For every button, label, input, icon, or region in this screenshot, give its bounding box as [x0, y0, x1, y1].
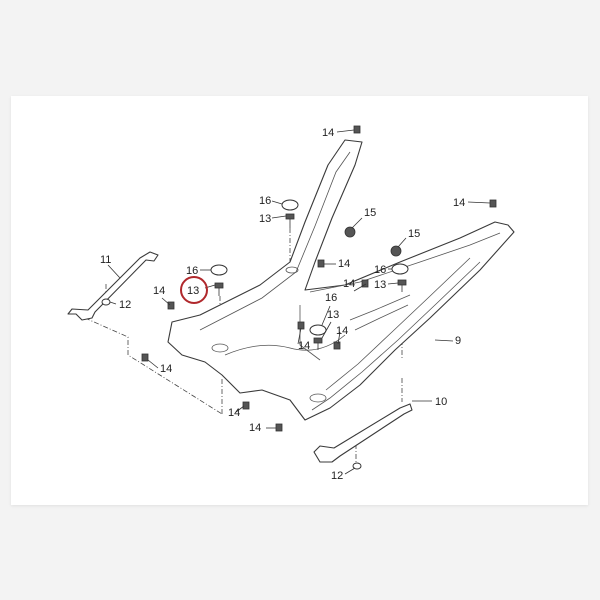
clip-icon [297, 321, 305, 330]
callout-12: 12 [331, 470, 343, 482]
callout-14: 14 [249, 422, 261, 434]
grommet-icon [210, 264, 228, 276]
callout-14: 14 [153, 285, 165, 297]
callout-14: 14 [453, 197, 465, 209]
callout-15: 15 [408, 228, 420, 240]
callout-13: 13 [327, 309, 339, 321]
callout-16: 16 [259, 195, 271, 207]
callout-14: 14 [298, 340, 310, 352]
clip-icon [275, 423, 283, 432]
clip-icon [489, 199, 497, 208]
washer-icon [101, 298, 111, 306]
callout-14: 14 [336, 325, 348, 337]
callout-15: 15 [364, 207, 376, 219]
grommet-icon [309, 324, 327, 336]
callout-11: 11 [100, 254, 111, 266]
callout-labels: 14 14 16 13 15 15 11 14 16 16 13 13 14 1… [100, 127, 465, 482]
nut-icon [344, 226, 356, 238]
callout-14: 14 [160, 363, 172, 375]
callout-13: 13 [374, 279, 386, 291]
bolt-icon [285, 213, 295, 228]
callout-14: 14 [228, 407, 240, 419]
callout-14: 14 [338, 258, 350, 270]
callout-16: 16 [374, 264, 386, 276]
leader-lines [107, 129, 491, 475]
clip-icon [317, 259, 325, 268]
hardware [101, 125, 497, 470]
nut-icon [390, 245, 402, 257]
callout-9: 9 [455, 335, 461, 347]
grommet-icon [281, 199, 299, 211]
callout-13-highlighted[interactable]: 13 [187, 285, 199, 297]
callout-14: 14 [322, 127, 334, 139]
clip-icon [361, 279, 369, 288]
callout-16: 16 [186, 265, 198, 277]
bolt-icon [214, 282, 224, 296]
highlight-circle [180, 276, 208, 304]
bolt-icon [313, 337, 323, 350]
floor-panel-part-9 [167, 139, 515, 421]
bolt-icon [397, 279, 407, 292]
clip-icon [333, 341, 341, 350]
clip-icon [353, 125, 361, 134]
bracket-part-11 [67, 251, 159, 321]
callout-10: 10 [435, 396, 447, 408]
callout-14: 14 [343, 278, 355, 290]
clip-icon [242, 401, 250, 410]
bracket-part-10 [313, 403, 413, 463]
grommet-icon [391, 263, 409, 275]
callout-16: 16 [325, 292, 337, 304]
callout-12: 12 [119, 299, 131, 311]
washer-icon [352, 462, 362, 470]
clip-icon [141, 353, 149, 362]
clip-icon [167, 301, 175, 310]
callout-13: 13 [259, 213, 271, 225]
